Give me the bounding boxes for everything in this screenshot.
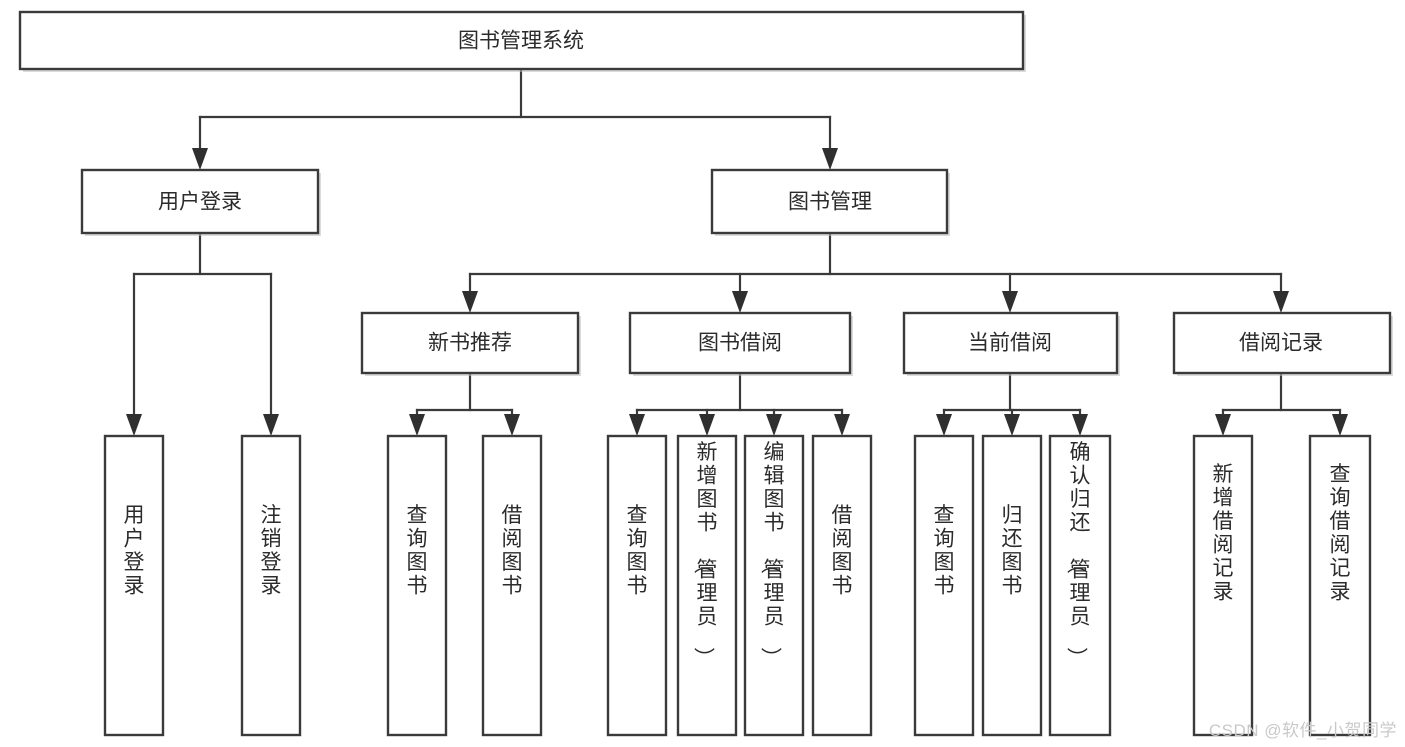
node-book-borrow[interactable]: 图书借阅 bbox=[628, 311, 853, 376]
leaf-query-record[interactable]: 查询借阅记录 bbox=[1308, 434, 1372, 737]
node-borrow-record-box[interactable] bbox=[1172, 311, 1392, 375]
arrow-to-leaf-user-logout bbox=[263, 414, 279, 436]
leaf-confirm-return-box[interactable] bbox=[1048, 434, 1112, 737]
leaf-return-book-label: 归还图书 bbox=[1002, 504, 1023, 598]
leaf-borrow-book-1[interactable]: 借阅图书 bbox=[481, 434, 543, 737]
connector-layer bbox=[126, 67, 1348, 436]
arrow-to-leaf-borrow-book-1 bbox=[504, 414, 520, 436]
arrow-to-current-borrow bbox=[1002, 291, 1018, 313]
leaf-borrow-book-1-label: 借阅图书 bbox=[502, 504, 523, 598]
arrow-to-leaf-user-login bbox=[126, 414, 142, 436]
leaf-query-book-2-box[interactable] bbox=[606, 434, 668, 737]
node-user-login-box[interactable] bbox=[80, 168, 320, 235]
leaf-query-book-2[interactable]: 查询图书 bbox=[606, 434, 668, 737]
leaf-confirm-return-label: 确认归还（管理员） bbox=[1065, 441, 1091, 668]
node-root[interactable]: 图书管理系统 bbox=[18, 10, 1026, 72]
arrow-to-book-borrow bbox=[732, 291, 748, 313]
leaf-borrow-book-1-box[interactable] bbox=[481, 434, 543, 737]
arrow-to-leaf-borrow-book-2 bbox=[834, 414, 850, 436]
leaf-edit-book-label: 编辑图书（管理员） bbox=[759, 441, 785, 668]
arrow-to-leaf-add-book bbox=[699, 414, 715, 436]
node-user-login-label: 用户登录 bbox=[158, 191, 242, 214]
arrow-to-borrow-record bbox=[1273, 291, 1289, 313]
leaf-user-login-label: 用户登录 bbox=[124, 504, 145, 598]
leaf-user-login-box[interactable] bbox=[103, 434, 165, 737]
node-borrow-record-label: 借阅记录 bbox=[1239, 332, 1323, 355]
node-user-login[interactable]: 用户登录 bbox=[80, 168, 321, 236]
node-book-borrow-box[interactable] bbox=[628, 311, 852, 375]
leaf-query-book-2-label: 查询图书 bbox=[627, 504, 648, 598]
node-book-borrow-label: 图书借阅 bbox=[698, 332, 782, 355]
arrow-to-leaf-add-record bbox=[1215, 414, 1231, 436]
leaf-confirm-return[interactable]: 确认归还（管理员） bbox=[1048, 434, 1112, 737]
leaf-query-book-1-label: 查询图书 bbox=[407, 504, 428, 598]
leaf-user-login[interactable]: 用户登录 bbox=[103, 434, 165, 737]
leaf-user-logout-box[interactable] bbox=[240, 434, 302, 737]
leaf-edit-book[interactable]: 编辑图书（管理员） bbox=[743, 434, 805, 737]
arrow-to-book-manage bbox=[822, 148, 838, 170]
leaf-borrow-book-2-box[interactable] bbox=[811, 434, 873, 737]
leaf-add-book-label: 新增图书（管理员） bbox=[692, 441, 718, 668]
leaf-add-record-box[interactable] bbox=[1192, 434, 1254, 737]
arrow-to-leaf-query-record bbox=[1332, 414, 1348, 436]
node-root-box[interactable] bbox=[18, 10, 1025, 71]
arrow-to-leaf-query-book-2 bbox=[629, 414, 645, 436]
leaf-borrow-book-2[interactable]: 借阅图书 bbox=[811, 434, 873, 737]
node-borrow-record[interactable]: 借阅记录 bbox=[1172, 311, 1393, 376]
csdn-watermark: CSDN @软件_小贺同学 bbox=[1208, 721, 1397, 740]
node-book-manage[interactable]: 图书管理 bbox=[710, 168, 950, 236]
node-book-manage-box[interactable] bbox=[710, 168, 949, 235]
leaf-borrow-book-2-label: 借阅图书 bbox=[832, 504, 853, 598]
node-current-borrow-label: 当前借阅 bbox=[968, 332, 1052, 355]
node-root-label: 图书管理系统 bbox=[458, 30, 584, 53]
arrow-to-leaf-edit-book bbox=[766, 414, 782, 436]
arrow-to-leaf-query-book-1 bbox=[409, 414, 425, 436]
leaf-query-record-box[interactable] bbox=[1308, 434, 1372, 737]
leaf-return-book-box[interactable] bbox=[981, 434, 1043, 737]
leaf-add-book-box[interactable] bbox=[676, 434, 738, 737]
node-book-manage-label: 图书管理 bbox=[788, 191, 872, 214]
arrow-to-leaf-return-book bbox=[1004, 414, 1020, 436]
leaf-query-book-3-box[interactable] bbox=[913, 434, 975, 737]
node-new-book-recommend-label: 新书推荐 bbox=[428, 332, 512, 355]
leaf-query-book-3[interactable]: 查询图书 bbox=[913, 434, 975, 737]
leaf-query-book-3-label: 查询图书 bbox=[934, 504, 955, 598]
arrow-to-leaf-confirm-return bbox=[1072, 414, 1088, 436]
leaf-add-book[interactable]: 新增图书（管理员） bbox=[676, 434, 738, 737]
node-current-borrow[interactable]: 当前借阅 bbox=[902, 311, 1120, 376]
leaf-add-record-label: 新增借阅记录 bbox=[1213, 463, 1234, 604]
leaf-query-book-1[interactable]: 查询图书 bbox=[386, 434, 448, 737]
leaf-user-logout[interactable]: 注销登录 bbox=[240, 434, 302, 737]
node-current-borrow-box[interactable] bbox=[902, 311, 1119, 375]
arrow-to-user-login bbox=[192, 148, 208, 170]
leaf-return-book[interactable]: 归还图书 bbox=[981, 434, 1043, 737]
arrow-to-leaf-query-book-3 bbox=[936, 414, 952, 436]
leaf-user-logout-label: 注销登录 bbox=[261, 504, 282, 598]
node-new-book-recommend-box[interactable] bbox=[360, 311, 580, 375]
leaf-add-record[interactable]: 新增借阅记录 bbox=[1192, 434, 1254, 737]
leaf-edit-book-box[interactable] bbox=[743, 434, 805, 737]
node-new-book-recommend[interactable]: 新书推荐 bbox=[360, 311, 581, 376]
arrow-to-new-book-recommend bbox=[462, 291, 478, 313]
leaf-query-record-label: 查询借阅记录 bbox=[1330, 463, 1351, 604]
leaf-query-book-1-box[interactable] bbox=[386, 434, 448, 737]
